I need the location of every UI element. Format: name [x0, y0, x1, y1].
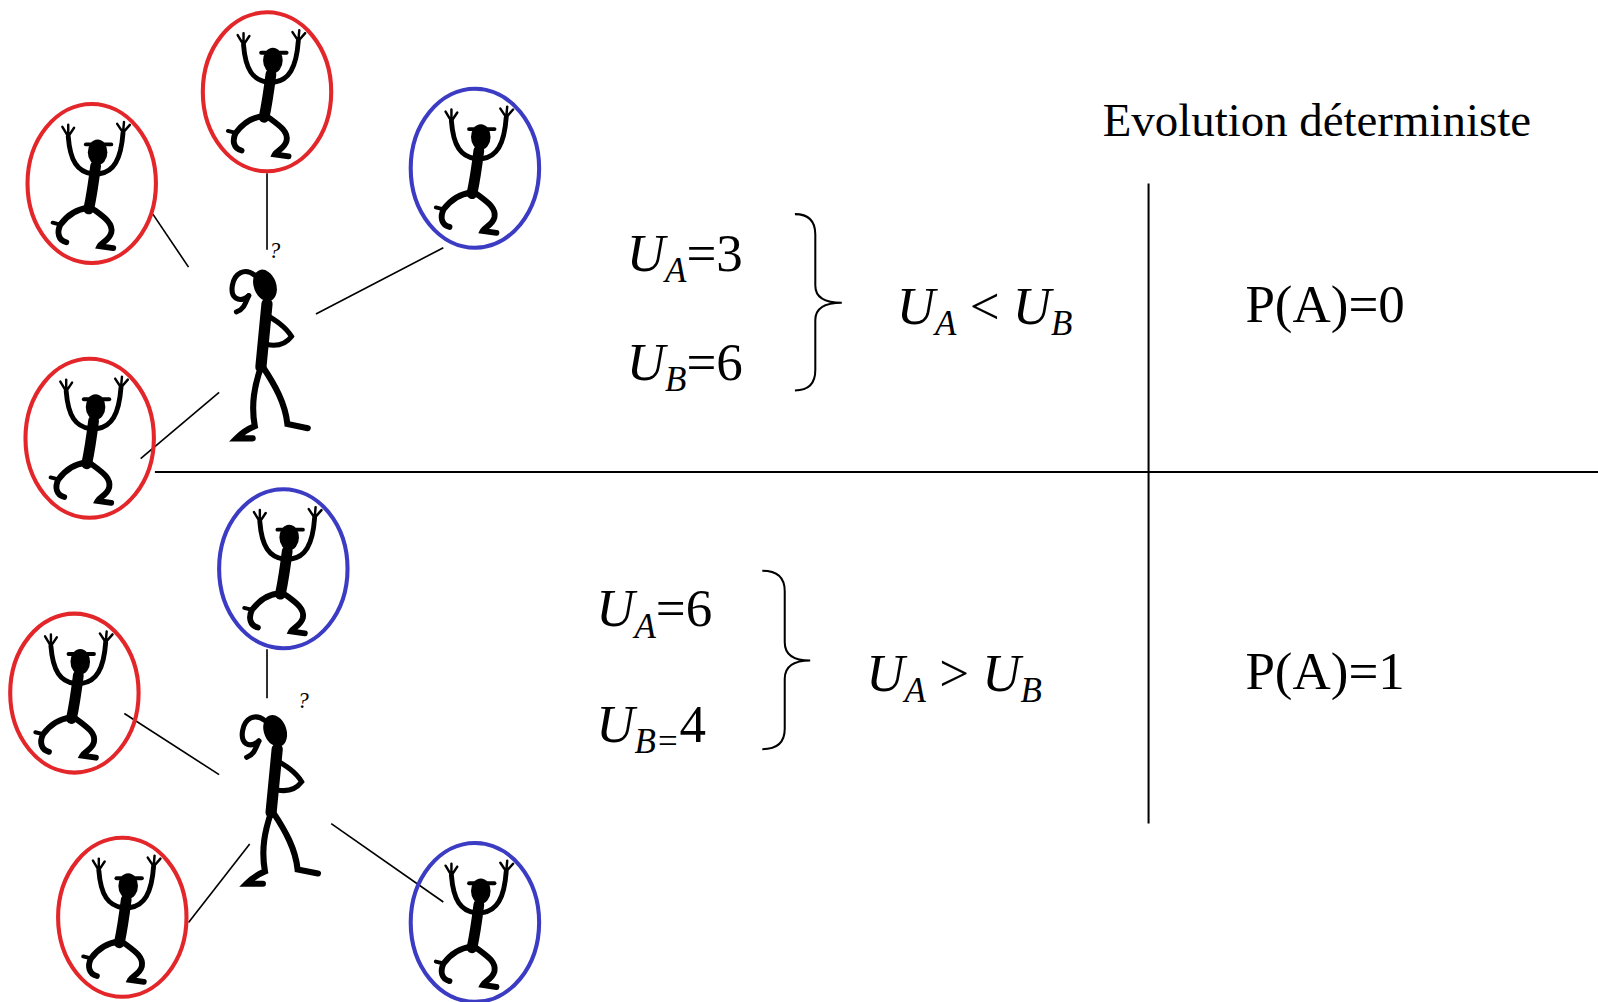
dancer-figure	[51, 377, 128, 503]
text-part: <	[956, 276, 1012, 334]
text-part: =3	[686, 223, 742, 281]
dancer-figure	[436, 861, 513, 987]
text-part: P(A)=0	[1245, 274, 1404, 332]
red-circle	[10, 614, 138, 773]
red-circle	[25, 359, 153, 518]
utility-value: UB=4	[596, 697, 706, 750]
text-part: 4	[679, 694, 706, 752]
text-part: U	[897, 276, 935, 334]
dancer-figure	[436, 107, 513, 233]
text-part: B	[1051, 303, 1072, 342]
text-part: U	[866, 643, 904, 701]
utility-value: UA=6	[596, 582, 712, 635]
dancer-figure	[35, 631, 112, 757]
text-part: U	[627, 332, 665, 390]
text-part: A	[905, 670, 926, 709]
dancer-figure	[53, 122, 130, 248]
utility-comparison: UA > UB	[866, 646, 1042, 699]
question-mark: ?	[298, 690, 309, 712]
text-part: P(A)=1	[1245, 641, 1404, 699]
red-circle	[28, 104, 156, 263]
thinker-figure	[232, 266, 308, 438]
blue-circle	[219, 489, 347, 648]
red-circle	[58, 838, 186, 997]
dancer-figure	[228, 30, 305, 156]
text-part: B	[665, 359, 686, 398]
text-part: A	[634, 606, 655, 645]
text-part: ?	[269, 237, 280, 262]
text-part: U	[1013, 276, 1051, 334]
question-mark: ?	[269, 239, 280, 261]
text-part: A	[665, 250, 686, 289]
column-header: Evolution déterministe	[1103, 97, 1531, 144]
text-part: ?	[298, 688, 309, 713]
utility-value: UA=3	[627, 226, 743, 279]
dancer-figure	[244, 507, 321, 633]
text-part: B=	[634, 721, 679, 760]
text-part: U	[627, 223, 665, 281]
probability: P(A)=0	[1245, 277, 1404, 330]
text-part: U	[982, 643, 1020, 701]
text-part: >	[926, 643, 982, 701]
utility-value: UB=6	[627, 335, 743, 388]
text-part: U	[596, 579, 634, 637]
text-part: B	[1021, 670, 1042, 709]
text-part: =6	[656, 579, 712, 637]
divider-line	[155, 471, 1598, 473]
text-part: U	[596, 694, 634, 752]
blue-circle	[411, 843, 539, 1002]
text-part: Evolution déterministe	[1103, 94, 1531, 146]
red-circle	[203, 12, 331, 171]
dancer-figure	[83, 856, 160, 982]
text-part: =6	[686, 332, 742, 390]
divider-line	[1148, 184, 1150, 824]
text-part: A	[935, 303, 956, 342]
utility-comparison: UA < UB	[897, 279, 1073, 332]
probability: P(A)=1	[1245, 644, 1404, 697]
blue-circle	[411, 89, 539, 248]
brace	[795, 214, 842, 390]
link-line	[124, 173, 443, 922]
thinker-figure	[242, 712, 318, 884]
brace	[762, 571, 810, 749]
